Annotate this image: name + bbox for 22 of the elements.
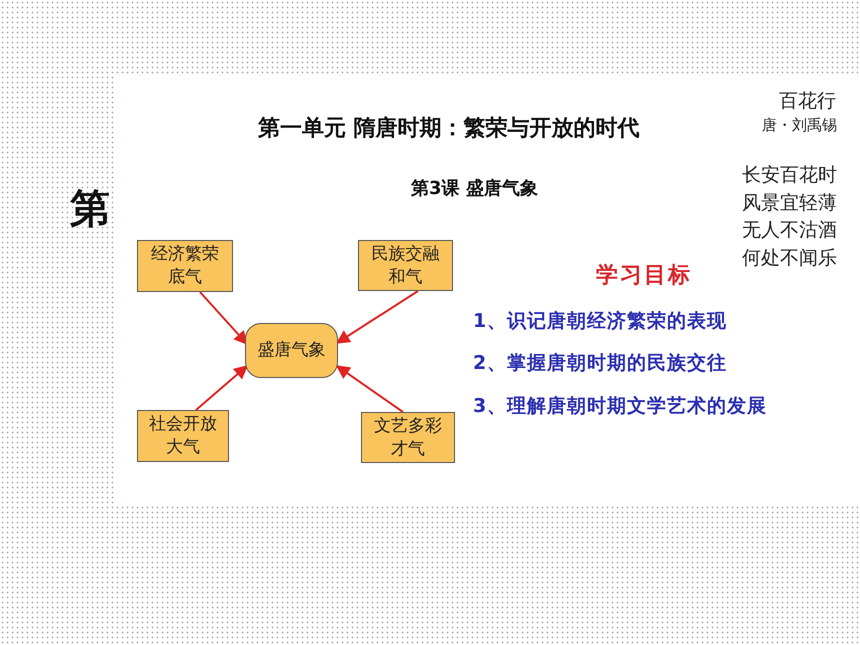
poem-title: 百花行: [779, 89, 836, 114]
goal-text: 2、掌握唐朝时期的民族交往: [473, 351, 728, 376]
goal-text: 1、识记唐朝经济繁荣的表现: [473, 309, 728, 334]
arrow: [336, 365, 404, 413]
poem-author: 唐・刘禹锡: [762, 116, 837, 135]
goal-text: 3、理解唐朝时期文学艺术的发展: [473, 394, 768, 419]
poem-line: 长安百花时: [742, 163, 837, 188]
arrow: [195, 365, 248, 411]
concept-box: 文艺多彩才气: [361, 412, 455, 463]
title: 第一单元 隋唐时期：繁荣与开放的时代: [258, 115, 640, 143]
heading-text: 第: [70, 186, 110, 232]
poem-line: 无人不沽酒: [742, 218, 837, 243]
subtitle: 第3课 盛唐气象: [411, 177, 538, 200]
poem-line: 何处不闻乐: [742, 246, 837, 271]
arrow: [336, 290, 419, 344]
arrow: [199, 291, 248, 346]
central-box: 盛唐气象: [245, 323, 338, 378]
section-heading: 学习目标: [596, 262, 692, 290]
poem-line: 风景宜轻薄: [742, 191, 837, 216]
concept-box: 社会开放大气: [137, 410, 229, 462]
concept-box: 经济繁荣底气: [137, 240, 233, 292]
concept-box: 民族交融和气: [358, 240, 453, 291]
